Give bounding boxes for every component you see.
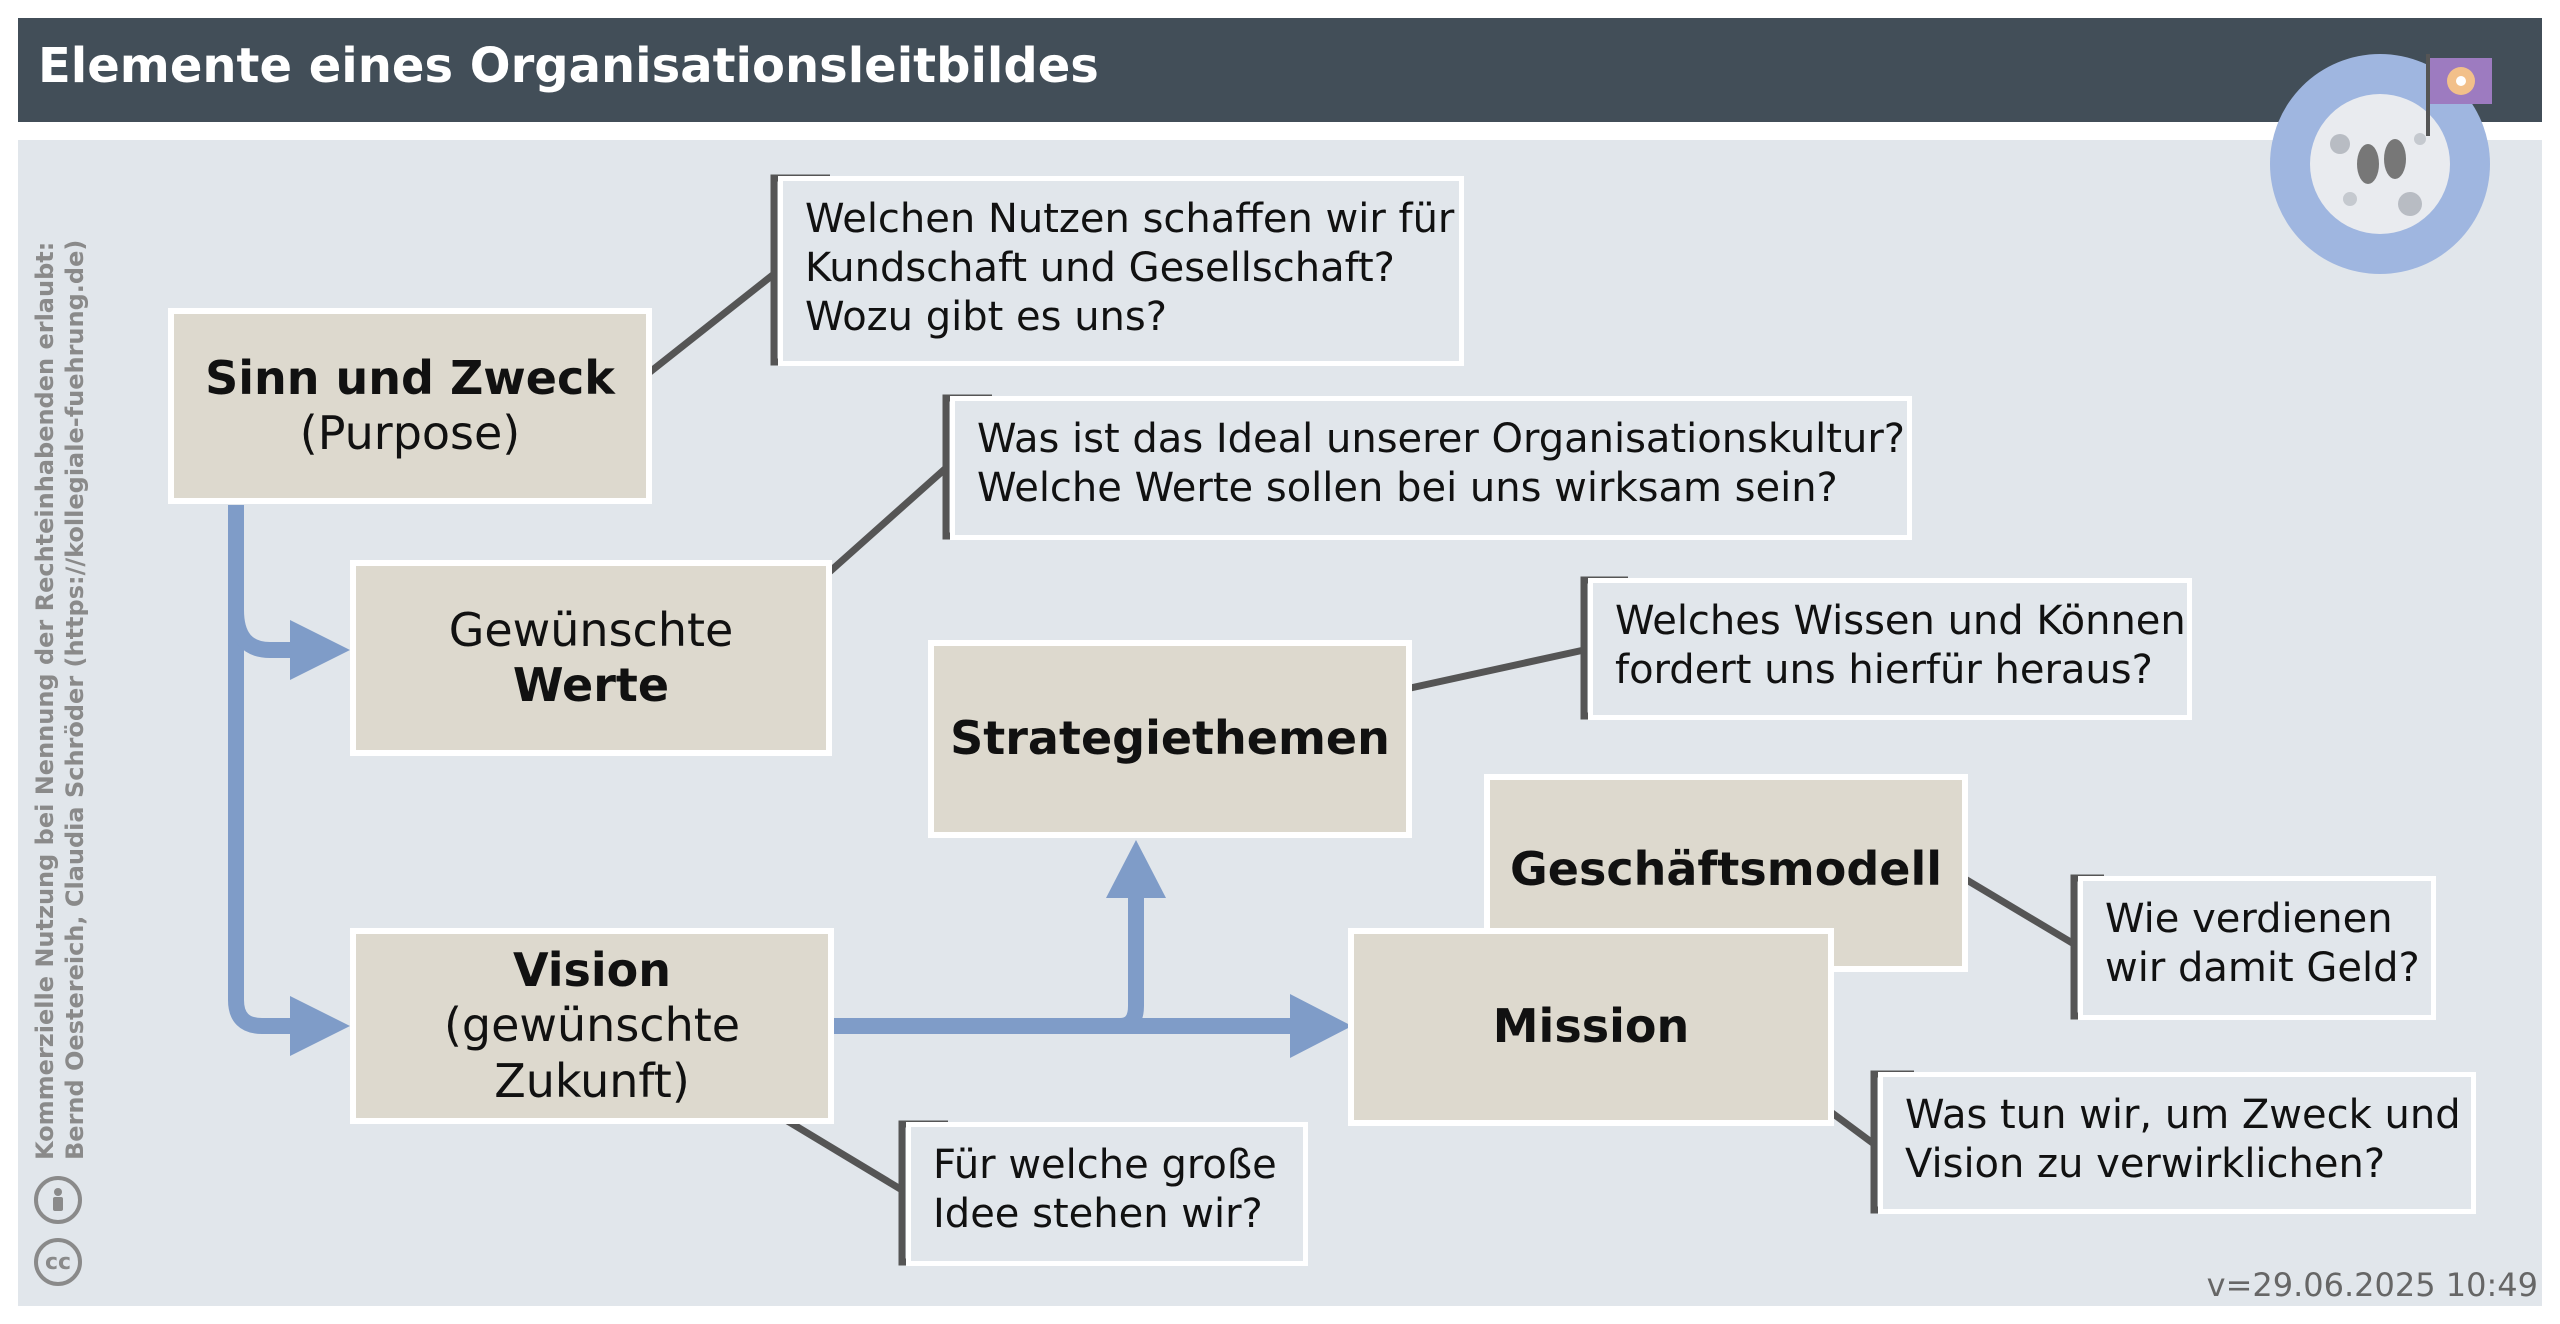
license-text: Kommerzielle Nutzung bei Nennung der Rec…: [30, 240, 90, 1160]
question-werte: Was ist das Ideal unserer Organisationsk…: [950, 396, 1912, 540]
question-line: Wie verdienen: [2105, 896, 2393, 942]
box-werte-title: Werte: [512, 658, 670, 712]
question-line: Vision zu verwirklichen?: [1905, 1140, 2386, 1187]
question-geschaeft: Wie verdienen wir damit Geld?: [2078, 876, 2436, 1020]
question-line: Welche Werte sollen bei uns wirksam sein…: [977, 464, 1838, 511]
box-sinn-subtitle: (Purpose): [299, 406, 521, 460]
box-sinn-title: Sinn und Zweck: [205, 350, 615, 405]
moon-footprint-flag-icon: [2270, 54, 2492, 274]
box-vision: Vision (gewünschte Zukunft): [350, 928, 834, 1124]
question-line: Idee stehen wir?: [933, 1190, 1263, 1237]
box-mission: Mission: [1348, 928, 1834, 1126]
box-vision-title: Vision: [512, 943, 672, 998]
box-mission-title: Mission: [1492, 999, 1690, 1054]
flow-line-purpose-down: [228, 505, 298, 1034]
box-strategiethemen: Strategiethemen: [928, 640, 1412, 838]
box-strategie-title: Strategiethemen: [950, 711, 1390, 766]
question-line: Was tun wir, um Zweck und: [1905, 1092, 2461, 1138]
question-line: wir damit Geld?: [2105, 944, 2420, 991]
box-werte: Gewünschte Werte: [350, 560, 832, 756]
cc-icon: cc: [34, 1238, 82, 1286]
license-line-1: Kommerzielle Nutzung bei Nennung der Rec…: [31, 241, 59, 1160]
header-bar: Elemente eines Organisationsleitbildes: [18, 18, 2542, 122]
box-werte-subtitle: Gewünschte: [448, 602, 734, 657]
question-line: Was ist das Ideal unserer Organisationsk…: [977, 416, 1906, 462]
box-geschaeft-title: Geschäftsmodell: [1510, 842, 1942, 896]
flow-line-to-strategie: [1119, 890, 1144, 1034]
question-sinn: Welchen Nutzen schaffen wir für Kundscha…: [778, 176, 1464, 366]
by-icon: [34, 1176, 82, 1224]
box-sinn-und-zweck: Sinn und Zweck (Purpose): [168, 308, 652, 504]
question-line: Für welche große: [933, 1142, 1277, 1188]
question-line: Kundschaft und Gesellschaft?: [805, 244, 1395, 291]
question-strategie: Welches Wissen und Können fordert uns hi…: [1588, 578, 2192, 720]
question-line: fordert uns hierfür heraus?: [1615, 646, 2153, 693]
question-mission: Was tun wir, um Zweck und Vision zu verw…: [1878, 1072, 2476, 1214]
flow-line-to-werte: [228, 609, 298, 658]
box-vision-subtitle: (gewünschte Zukunft): [443, 998, 741, 1108]
arrowhead-vision: [290, 996, 350, 1056]
license-line-2: Bernd Oestereich, Claudia Schröder (http…: [61, 239, 89, 1160]
arrowhead-werte: [290, 620, 350, 680]
version-stamp: v=29.06.2025 10:49: [2206, 1266, 2538, 1304]
question-line: Wozu gibt es uns?: [805, 293, 1167, 340]
question-vision: Für welche große Idee stehen wir?: [906, 1122, 1308, 1266]
page-title: Elemente eines Organisationsleitbildes: [38, 38, 1099, 94]
arrowhead-mission: [1290, 994, 1352, 1058]
question-line: Welches Wissen und Können: [1615, 598, 2186, 644]
question-line: Welchen Nutzen schaffen wir für: [805, 196, 1455, 242]
arrowhead-strategie: [1106, 840, 1166, 898]
